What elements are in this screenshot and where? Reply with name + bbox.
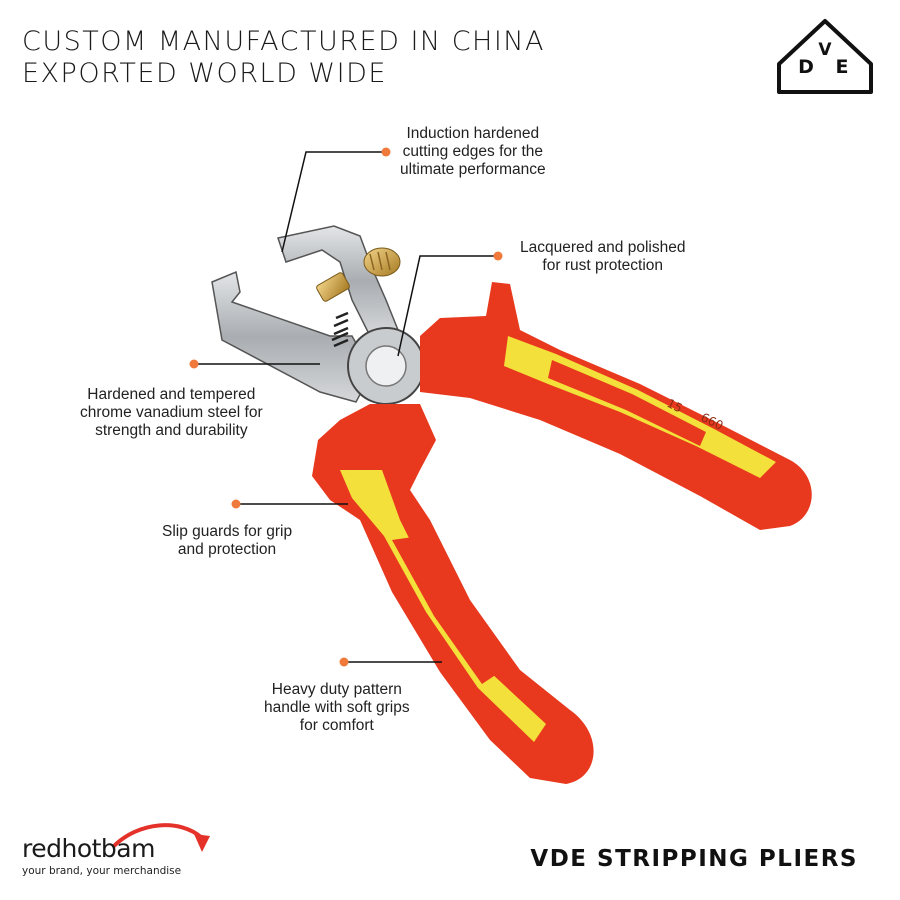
callout-text-line: Heavy duty pattern (271, 681, 402, 698)
callout-text-line: chrome vanadium steel for (80, 404, 263, 421)
callout-text-line: handle with soft grips (264, 699, 410, 716)
callout-slip-guards: Slip guards for grip and protection (162, 523, 292, 559)
header-line-2: EXPORTED WORLD WIDE (22, 58, 387, 89)
callout-line-cutting-edges (281, 151, 386, 253)
callout-dots (189, 147, 503, 667)
left-handle (312, 404, 594, 784)
callout-line-lacquered (397, 255, 498, 357)
spring (331, 311, 349, 348)
callout-handle: Heavy duty pattern handle with soft grip… (264, 681, 410, 735)
swoosh-arrow-icon (112, 823, 210, 852)
callout-text-line: Induction hardened (406, 125, 540, 142)
callout-lacquered: Lacquered and polished for rust protecti… (520, 239, 685, 275)
product-title: VDE STRIPPING PLIERS (530, 846, 858, 872)
brand-logo: redhotbam your brand, your merchandise (22, 818, 212, 882)
brand-name: redhotbam (22, 834, 155, 863)
callout-text-line: Slip guards for grip (162, 523, 293, 540)
vde-letter-e: E (836, 56, 849, 78)
vde-certification-logo: V D E (777, 19, 873, 94)
header-line-1: CUSTOM MANUFACTURED IN CHINA (22, 26, 545, 57)
vde-letter-v: V (818, 40, 832, 60)
header: CUSTOM MANUFACTURED IN CHINA EXPORTED WO… (22, 26, 545, 90)
callout-dot-lacquered (493, 251, 503, 261)
callout-text-line: cutting edges for the (402, 143, 544, 160)
vde-letter-d: D (798, 56, 814, 78)
callout-dot-handle (339, 657, 349, 667)
handle-marking-15: 15 (665, 396, 685, 415)
callout-steel: Hardened and tempered chrome vanadium st… (80, 386, 263, 440)
callout-lines (194, 151, 498, 663)
lower-jaw (211, 270, 373, 403)
callout-dot-steel (189, 359, 199, 369)
callout-dot-cutting-edges (381, 147, 391, 157)
brand-tagline: your brand, your merchandise (22, 865, 182, 877)
callout-text-line: for rust protection (542, 257, 664, 274)
right-handle: 15 660 (420, 282, 812, 530)
callout-text-line: for comfort (299, 717, 374, 734)
callout-cutting-edges: Induction hardened cutting edges for the… (400, 125, 546, 179)
pivot-joint (347, 327, 425, 405)
callout-text-line: Lacquered and polished (520, 239, 686, 256)
callout-text-line: strength and durability (95, 422, 248, 439)
callout-text-line: and protection (177, 541, 277, 558)
adjusting-screw (316, 247, 401, 302)
callout-text-line: Hardened and tempered (87, 386, 256, 403)
callout-text-line: ultimate performance (400, 161, 546, 178)
callout-dot-slip-guards (231, 499, 241, 509)
